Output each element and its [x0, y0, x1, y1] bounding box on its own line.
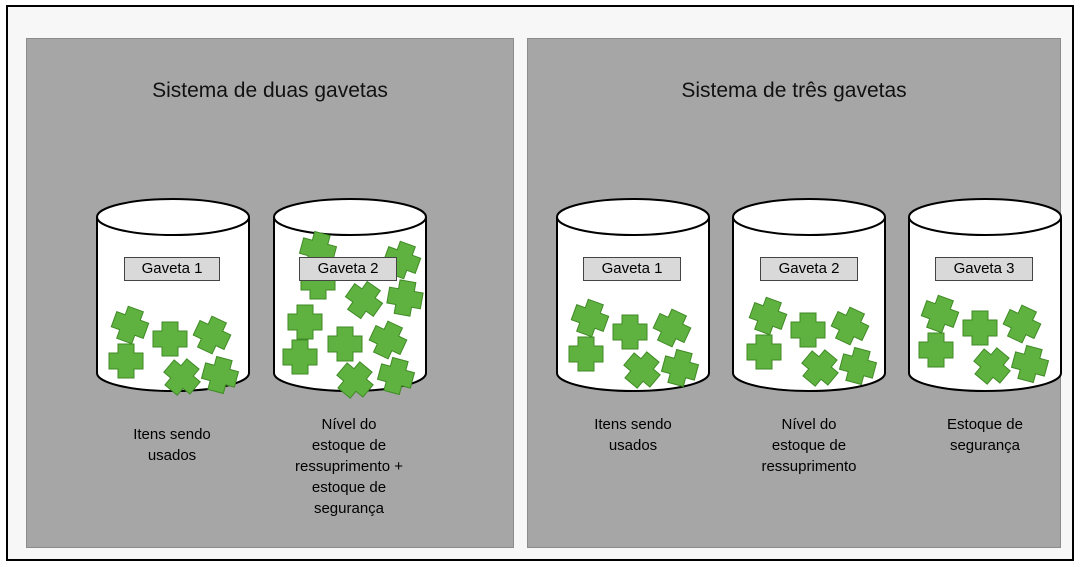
bin-top — [908, 198, 1062, 236]
two-drawer-title: Sistema de duas gavetas — [152, 79, 388, 102]
bin-body — [273, 217, 427, 392]
bin-body — [96, 217, 250, 392]
bin-left-1 — [96, 198, 250, 392]
caption-left-2: Nível do estoque de ressuprimento + esto… — [295, 416, 403, 517]
bin-right-2 — [732, 198, 886, 392]
bin-top — [732, 198, 886, 236]
bin-right-3 — [908, 198, 1062, 392]
bin-left-2 — [273, 198, 427, 392]
bin-top — [273, 198, 427, 236]
bin-top — [556, 198, 710, 236]
caption-left-1: Itens sendo usados — [133, 426, 211, 464]
caption-right-1: Itens sendo usados — [594, 416, 672, 454]
drawer-label-right-1: Gaveta 1 — [583, 257, 681, 281]
drawer-label-left-1: Gaveta 1 — [124, 257, 220, 281]
bin-body — [908, 217, 1062, 392]
bin-right-1 — [556, 198, 710, 392]
bin-body — [732, 217, 886, 392]
bin-body — [556, 217, 710, 392]
drawer-label-right-3: Gaveta 3 — [935, 257, 1033, 281]
caption-right-2: Nível do estoque de ressuprimento — [761, 416, 857, 475]
three-drawer-title: Sistema de três gavetas — [681, 79, 907, 102]
caption-right-3: Estoque de segurança — [947, 416, 1023, 454]
bin-top — [96, 198, 250, 236]
drawer-label-left-2: Gaveta 2 — [299, 257, 397, 281]
drawer-label-right-2: Gaveta 2 — [760, 257, 858, 281]
